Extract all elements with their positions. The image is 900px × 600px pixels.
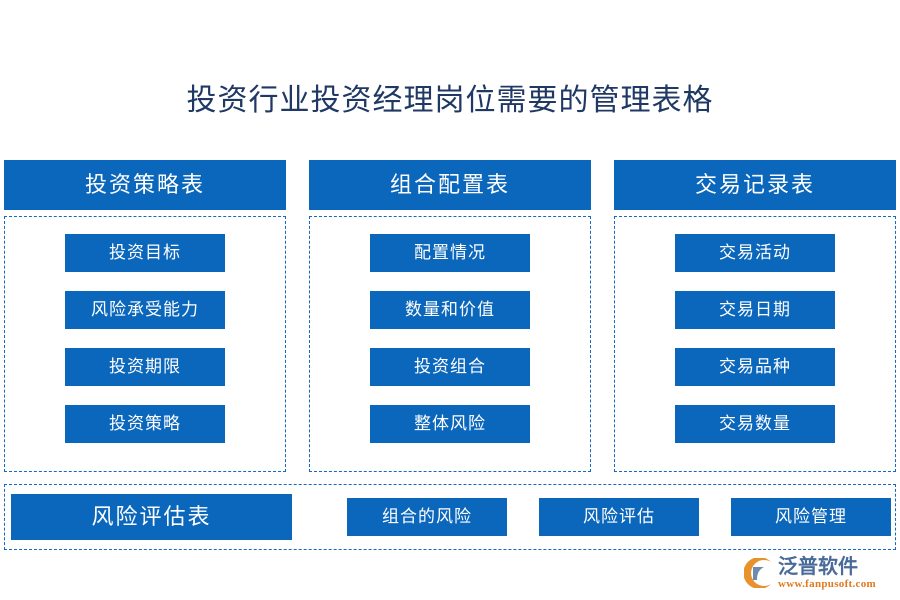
item-box[interactable]: 配置情况 — [370, 234, 530, 272]
item-box[interactable]: 组合的风险 — [347, 498, 507, 536]
item-box[interactable]: 交易活动 — [675, 234, 835, 272]
column-trade-record: 交易记录表 交易活动 交易日期 交易品种 交易数量 — [614, 160, 896, 472]
bottom-risk-section: 风险评估表 组合的风险 风险评估 风险管理 — [4, 484, 896, 550]
item-box[interactable]: 风险管理 — [731, 498, 891, 536]
item-box[interactable]: 数量和价值 — [370, 291, 530, 329]
column-group: 投资策略表 投资目标 风险承受能力 投资期限 投资策略 组合配置表 配置情况 数… — [0, 160, 900, 472]
column-header-trade-record[interactable]: 交易记录表 — [614, 160, 896, 210]
column-portfolio-allocation: 组合配置表 配置情况 数量和价值 投资组合 整体风险 — [309, 160, 591, 472]
item-box[interactable]: 投资期限 — [65, 348, 225, 386]
item-box[interactable]: 风险评估 — [539, 498, 699, 536]
column-header-investment-strategy[interactable]: 投资策略表 — [4, 160, 286, 210]
item-box[interactable]: 整体风险 — [370, 405, 530, 443]
item-box[interactable]: 投资组合 — [370, 348, 530, 386]
item-box[interactable]: 投资策略 — [65, 405, 225, 443]
column-investment-strategy: 投资策略表 投资目标 风险承受能力 投资期限 投资策略 — [4, 160, 286, 472]
column-body-trade-record: 交易活动 交易日期 交易品种 交易数量 — [614, 216, 896, 472]
item-box[interactable]: 交易品种 — [675, 348, 835, 386]
item-box[interactable]: 交易日期 — [675, 291, 835, 329]
column-body-portfolio-allocation: 配置情况 数量和价值 投资组合 整体风险 — [309, 216, 591, 472]
brand-logo: 泛普软件 www.fanpusoft.com — [743, 552, 892, 594]
logo-website-url: www.fanpusoft.com — [778, 577, 876, 590]
bottom-header-risk-assessment[interactable]: 风险评估表 — [11, 494, 292, 540]
column-header-portfolio-allocation[interactable]: 组合配置表 — [309, 160, 591, 210]
logo-company-name: 泛普软件 — [778, 555, 858, 578]
item-box[interactable]: 投资目标 — [65, 234, 225, 272]
logo-text-group: 泛普软件 www.fanpusoft.com — [778, 557, 876, 590]
item-box[interactable]: 风险承受能力 — [65, 291, 225, 329]
page-title: 投资行业投资经理岗位需要的管理表格 — [186, 84, 714, 117]
item-box[interactable]: 交易数量 — [675, 405, 835, 443]
fanpu-swoosh-icon — [743, 557, 774, 589]
column-body-investment-strategy: 投资目标 风险承受能力 投资期限 投资策略 — [4, 216, 286, 472]
